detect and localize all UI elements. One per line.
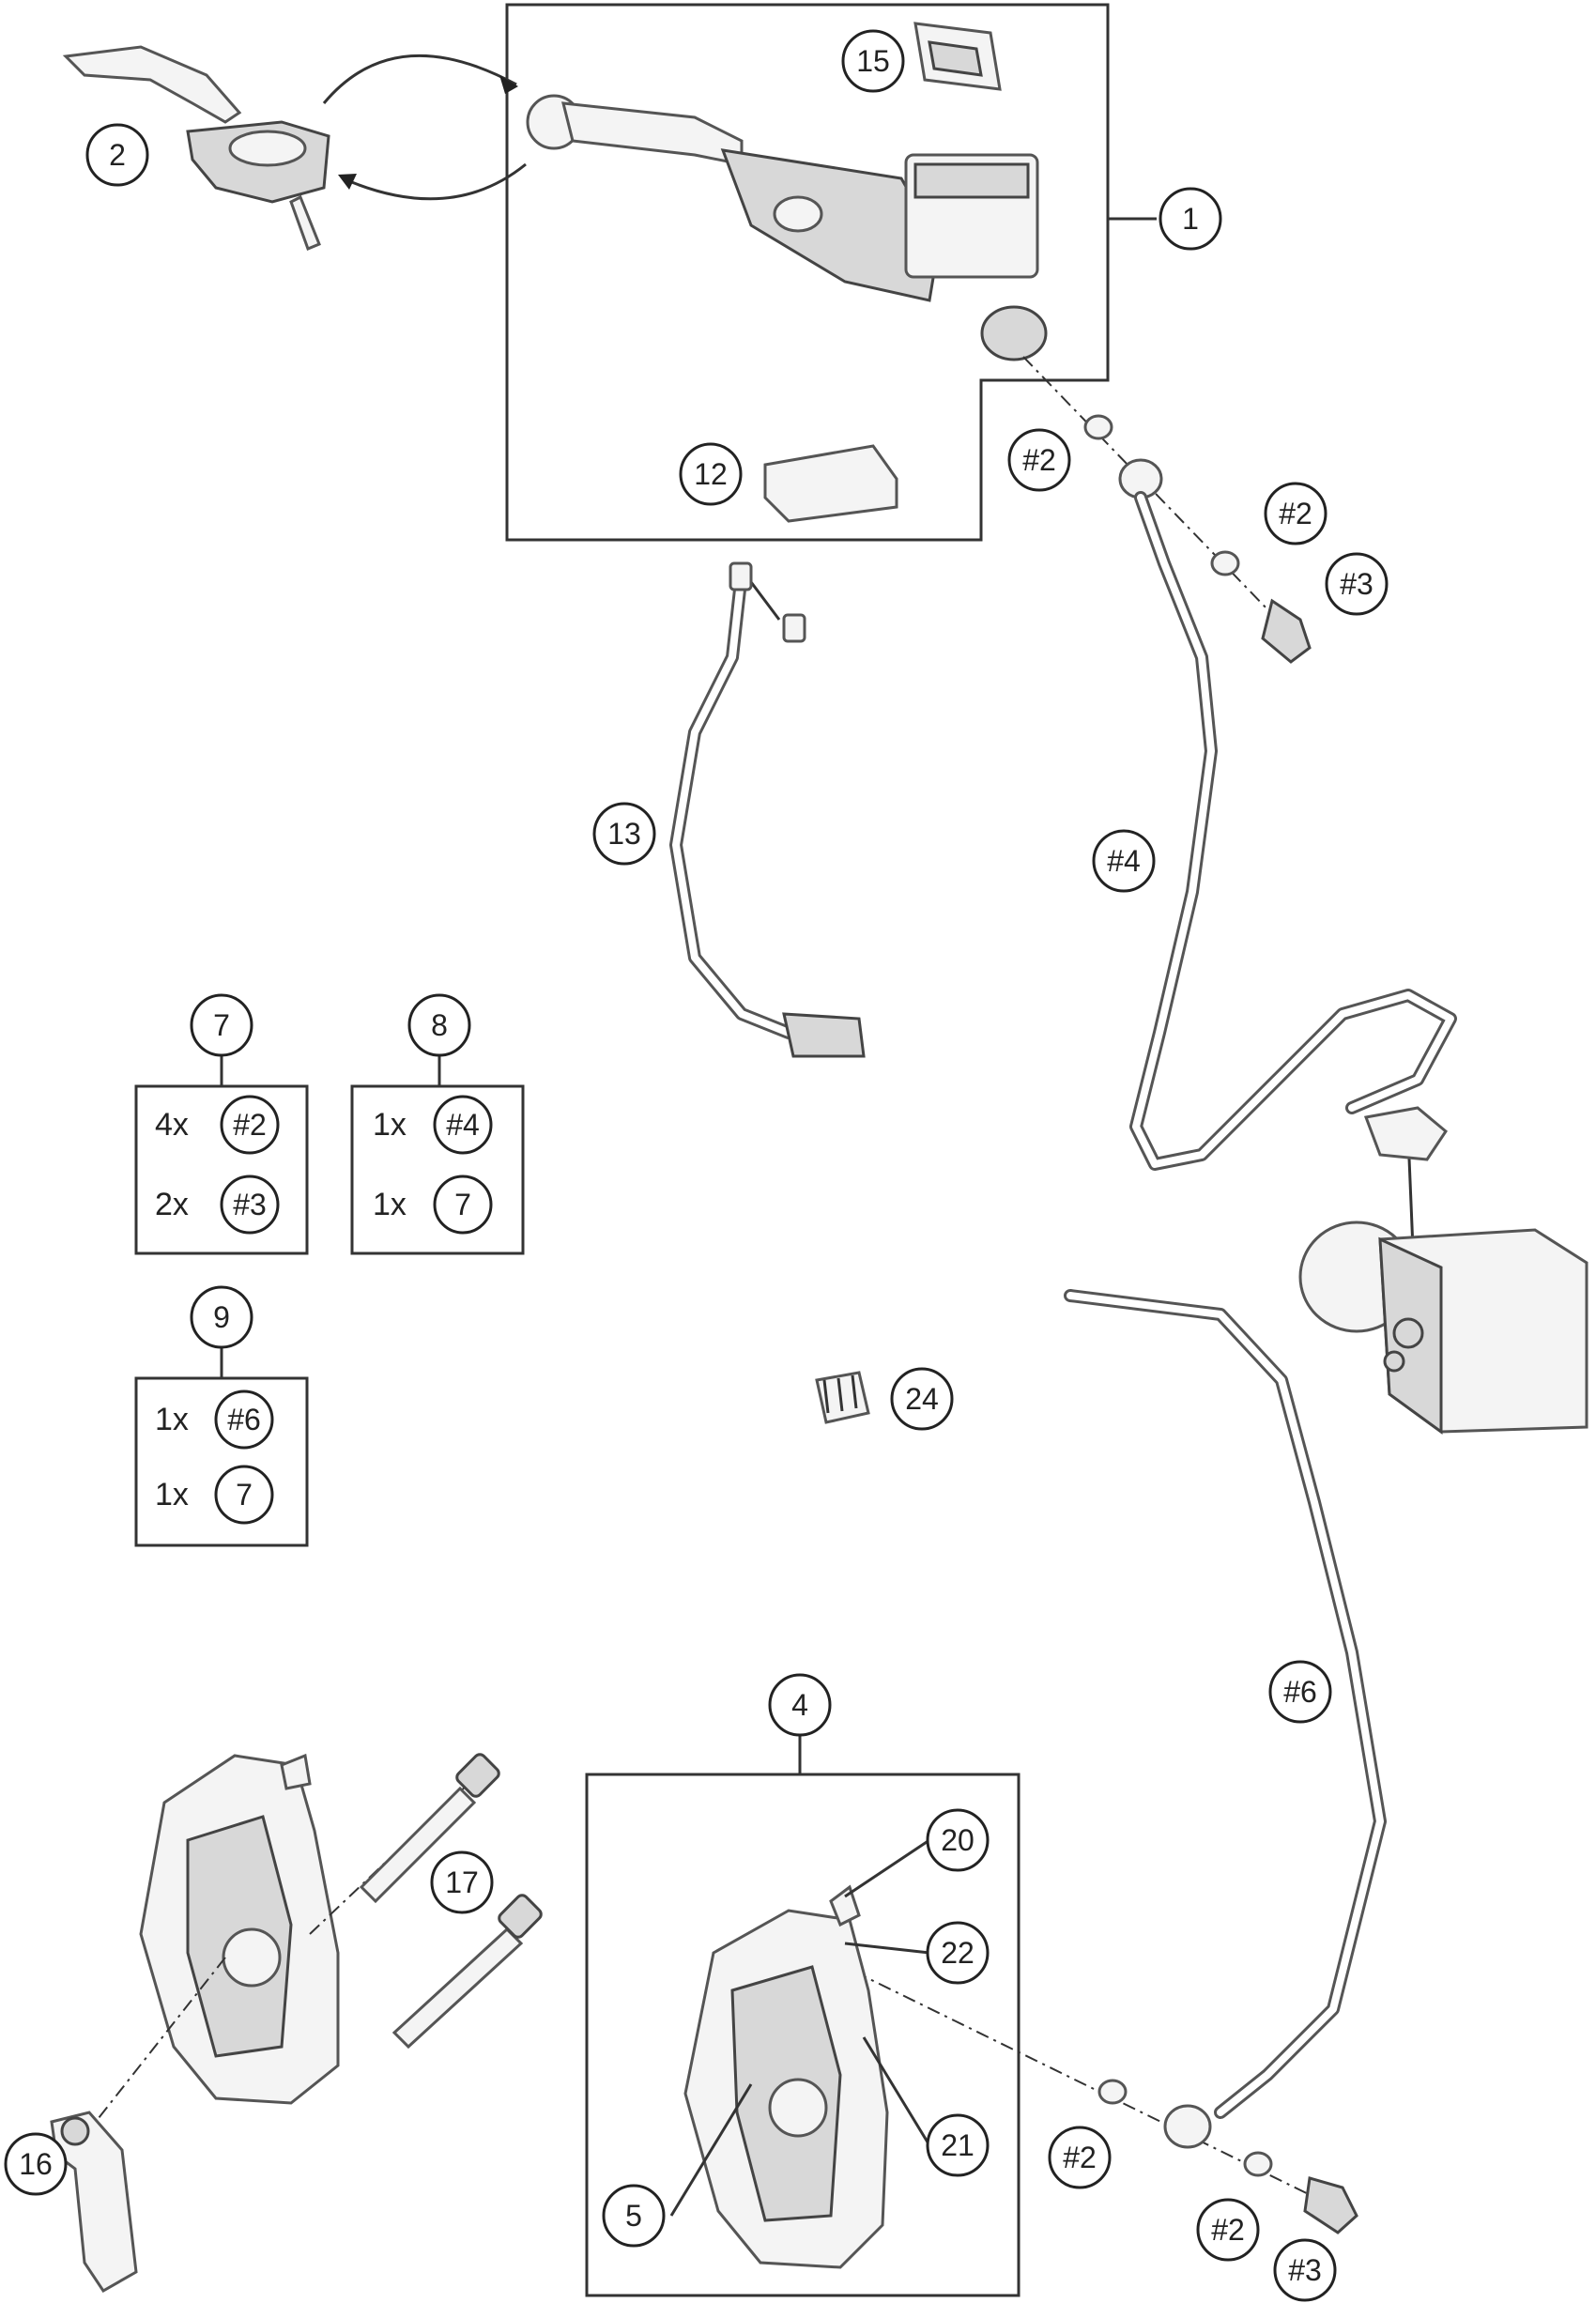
connector-part-24 <box>815 1371 870 1424</box>
kit-9-row-2-ref: 7 <box>214 1465 274 1525</box>
callout-20: 20 <box>926 1808 990 1872</box>
svg-text:#2: #2 <box>1279 497 1312 530</box>
kit-7-row-1-ref: #2 <box>220 1095 280 1155</box>
switch-part-12 <box>763 444 898 523</box>
svg-text:#3: #3 <box>1340 567 1373 601</box>
abs-hydraulic-unit <box>1298 1106 1588 1435</box>
callout-16: 16 <box>4 2132 68 2196</box>
kit-8-row-1-ref: #4 <box>433 1095 493 1155</box>
svg-text:15: 15 <box>856 44 890 78</box>
svg-text:13: 13 <box>607 817 641 851</box>
callout-12: 12 <box>679 442 743 506</box>
svg-text:#3: #3 <box>1288 2253 1322 2287</box>
svg-text:24: 24 <box>905 1382 939 1416</box>
callout-22: 22 <box>926 1921 990 1985</box>
kit-9 <box>134 1348 309 1547</box>
svg-text:21: 21 <box>941 2128 974 2162</box>
brake-lever-part-2 <box>62 45 330 251</box>
kit-8-row-1-qty: 1x <box>373 1107 407 1143</box>
kit-9-row-2-qty: 1x <box>155 1477 189 1512</box>
reservoir-cover-part-15 <box>913 22 1002 91</box>
kit-7-row-2-ref: #3 <box>220 1175 280 1235</box>
callout-9: 9 <box>190 1285 253 1349</box>
callout-hose-4: #4 <box>1092 829 1156 893</box>
callout-4: 4 <box>768 1673 832 1737</box>
svg-text:#2: #2 <box>1211 2213 1245 2247</box>
kit-7-row-1-qty: 4x <box>155 1107 189 1143</box>
callout-hw-2-upper-right: #2 <box>1264 482 1327 545</box>
svg-text:1: 1 <box>1182 202 1199 236</box>
svg-text:20: 20 <box>941 1823 974 1857</box>
svg-text:17: 17 <box>445 1865 479 1899</box>
kit-9-row-1-ref: #6 <box>214 1389 274 1450</box>
callout-1: 1 <box>1159 187 1222 251</box>
svg-text:22: 22 <box>941 1936 974 1970</box>
svg-text:#4: #4 <box>446 1108 480 1142</box>
svg-text:5: 5 <box>625 2199 642 2233</box>
callout-17: 17 <box>430 1850 494 1914</box>
svg-text:7: 7 <box>213 1008 230 1042</box>
svg-text:#6: #6 <box>1283 1675 1317 1709</box>
bracket-part-16 <box>50 2111 138 2293</box>
callout-5: 5 <box>602 2184 666 2248</box>
callout-24: 24 <box>890 1367 954 1431</box>
kit-8-row-2-qty: 1x <box>373 1187 407 1222</box>
callout-hw-3-upper: #3 <box>1325 552 1389 616</box>
brake-master-cylinder <box>526 94 1048 361</box>
callout-hw-2-lower: #2 <box>1048 2126 1112 2189</box>
svg-text:#2: #2 <box>1022 443 1056 477</box>
svg-text:#4: #4 <box>1107 844 1141 878</box>
callout-13: 13 <box>592 802 656 866</box>
kit-8-row-2-ref: 7 <box>433 1175 493 1235</box>
svg-text:12: 12 <box>694 457 728 491</box>
svg-text:4: 4 <box>791 1688 808 1722</box>
assembly-4-frame <box>585 1773 1021 2297</box>
svg-text:#2: #2 <box>233 1108 267 1142</box>
kit-7-row-2-qty: 2x <box>155 1187 189 1222</box>
bolt-part-17 <box>359 1753 543 2050</box>
kit-7 <box>134 1056 309 1255</box>
svg-text:7: 7 <box>236 1478 253 1512</box>
brake-caliper-part-4 <box>683 1884 889 2269</box>
callout-hose-6: #6 <box>1268 1660 1332 1724</box>
callout-hw-2-lower-right: #2 <box>1196 2198 1260 2262</box>
kit-9-row-1-qty: 1x <box>155 1402 189 1437</box>
assembly-1-frame <box>505 3 1110 542</box>
brake-caliper-exploded <box>139 1753 340 2105</box>
callout-15: 15 <box>841 29 905 93</box>
callout-hw-3-lower: #3 <box>1273 2238 1337 2302</box>
svg-text:#2: #2 <box>1063 2141 1097 2174</box>
callout-7: 7 <box>190 993 253 1057</box>
kit-8 <box>350 1056 525 1255</box>
callout-8: 8 <box>407 993 471 1057</box>
svg-text:7: 7 <box>454 1188 471 1221</box>
callout-2: 2 <box>85 123 149 187</box>
callout-hw-2-upper: #2 <box>1007 428 1071 492</box>
svg-text:9: 9 <box>213 1300 230 1334</box>
svg-text:#3: #3 <box>233 1188 267 1221</box>
callout-21: 21 <box>926 2113 990 2177</box>
svg-text:#6: #6 <box>227 1403 261 1436</box>
svg-text:2: 2 <box>109 138 126 172</box>
svg-text:8: 8 <box>431 1008 448 1042</box>
svg-text:16: 16 <box>19 2147 53 2181</box>
